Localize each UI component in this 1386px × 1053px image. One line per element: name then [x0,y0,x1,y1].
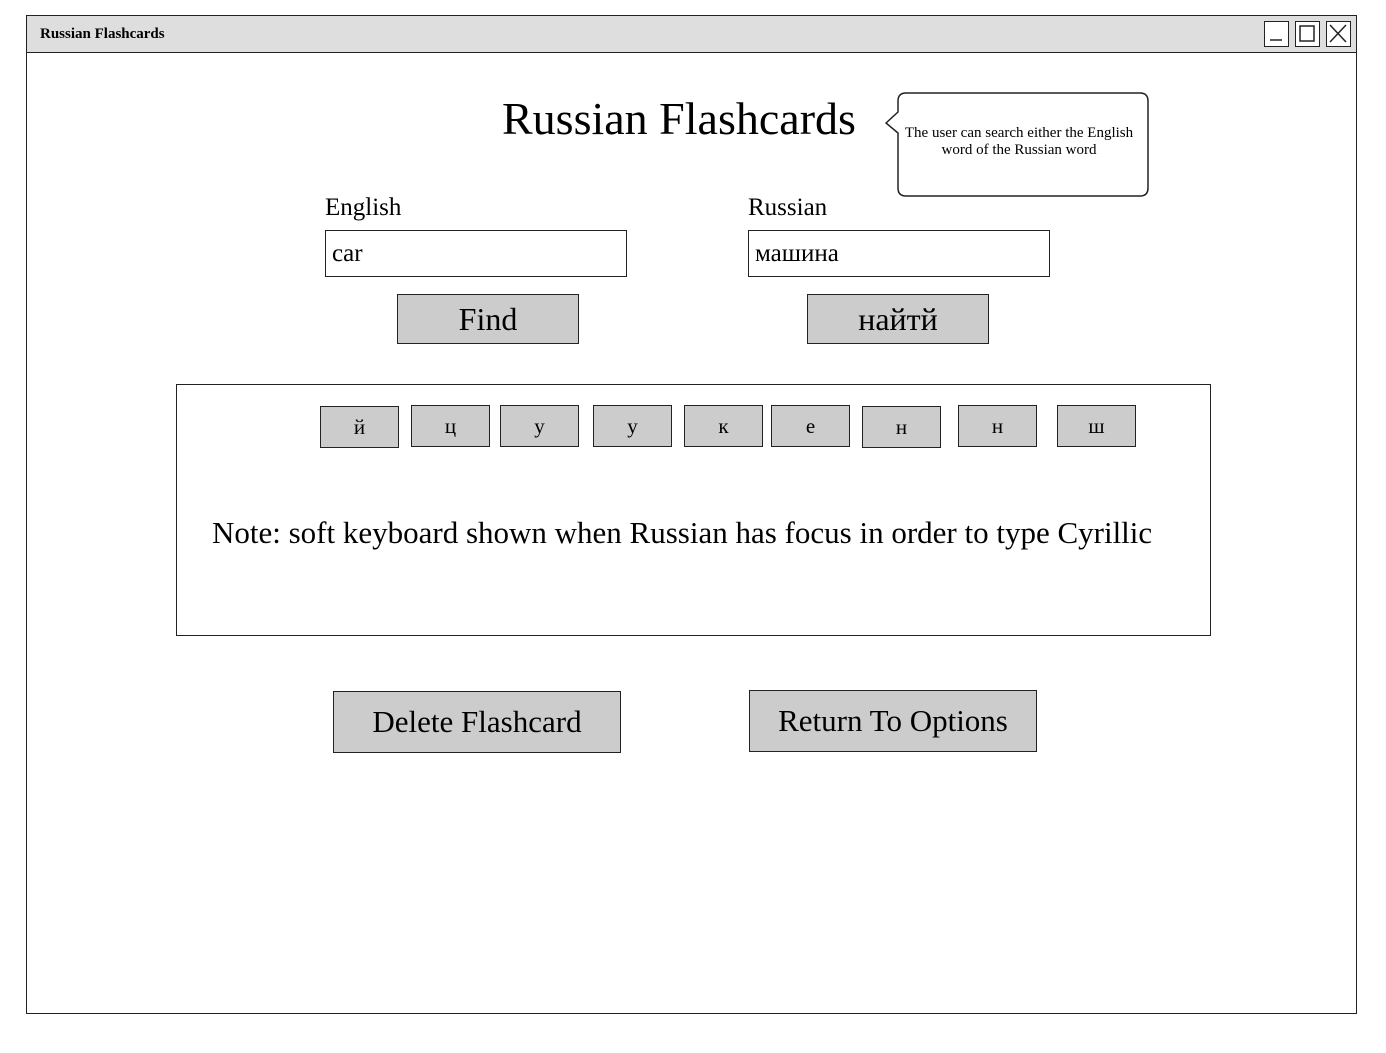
keyboard-key[interactable]: ц [411,405,490,447]
find-english-button[interactable]: Find [397,294,579,344]
keyboard-key[interactable]: у [500,405,579,447]
find-russian-button[interactable]: найтй [807,294,989,344]
keyboard-key[interactable]: к [684,405,763,447]
app-window: Russian Flashcards Russian Flashcards Th… [26,15,1357,1014]
keyboard-key[interactable]: й [320,406,399,448]
callout-bubble-icon [885,92,1149,197]
window-title: Russian Flashcards [40,26,165,42]
page-title: Russian Flashcards [502,93,856,144]
russian-input[interactable] [748,230,1050,277]
keyboard-key[interactable]: е [771,405,850,447]
annotation-callout: The user can search either the English w… [872,91,1162,201]
callout-text: The user can search either the English w… [904,125,1134,158]
keyboard-key[interactable]: у [593,405,672,447]
keyboard-key[interactable]: н [958,405,1037,447]
russian-label: Russian [748,194,828,221]
minimize-button[interactable] [1264,21,1289,47]
title-bar[interactable]: Russian Flashcards [27,16,1356,53]
soft-keyboard-panel: й ц у у к е н н ш Note: soft keyboard sh… [176,384,1211,636]
close-icon [1329,24,1347,43]
maximize-button[interactable] [1295,21,1320,47]
close-button[interactable] [1326,21,1351,47]
keyboard-key[interactable]: н [862,406,941,448]
keyboard-key[interactable]: ш [1057,405,1136,447]
english-label: English [325,194,402,221]
keyboard-note: Note: soft keyboard shown when Russian h… [212,515,1153,550]
delete-flashcard-button[interactable]: Delete Flashcard [333,691,621,753]
return-to-options-button[interactable]: Return To Options [749,690,1037,752]
maximize-icon [1299,25,1315,42]
english-input[interactable] [325,230,627,277]
minimize-icon [1270,39,1282,41]
